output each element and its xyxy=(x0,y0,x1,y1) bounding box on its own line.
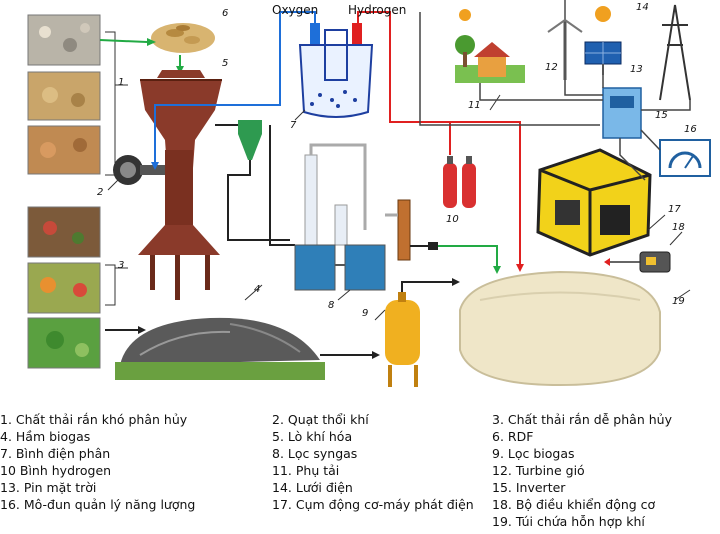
air-blower xyxy=(113,155,165,185)
callout-5: 5 xyxy=(222,58,228,69)
callout-7: 7 xyxy=(290,120,297,131)
callout-9: 9 xyxy=(362,308,368,319)
legend-item-2: 2. Quạt thổi khí xyxy=(272,412,369,427)
legend-item-18: 18. Bộ điều khiển động cơ xyxy=(492,497,656,512)
legend-item-13: 13. Pin mặt trời xyxy=(0,480,97,495)
energy-management-module xyxy=(659,139,711,177)
gas-mixture-bag xyxy=(459,270,661,387)
callout-11: 11 xyxy=(468,100,481,111)
solar-panel xyxy=(584,41,622,75)
legend-item-11: 11. Phụ tải xyxy=(272,463,340,478)
legend-item-1: 1. Chất thải rắn khó phân hủy xyxy=(0,412,188,427)
load-house xyxy=(455,9,525,83)
legend-item-3: 3. Chất thải rắn dễ phân hủy xyxy=(492,412,672,427)
callout-2: 2 xyxy=(97,187,103,198)
wind-turbine xyxy=(547,0,611,80)
gasifier xyxy=(138,70,222,300)
biogas-digester xyxy=(115,317,325,380)
callout-16: 16 xyxy=(684,124,697,135)
callout-17: 17 xyxy=(668,204,681,215)
legend-item-9: 9. Lọc biogas xyxy=(492,446,575,461)
syngas-filter xyxy=(294,143,438,291)
legend-item-17: 17. Cụm động cơ-máy phát điện xyxy=(272,497,474,512)
legend-item-4: 4. Hầm biogas xyxy=(0,429,91,444)
engine-controller xyxy=(639,251,671,273)
hard-waste-photos xyxy=(27,14,101,175)
electrolyzer xyxy=(298,23,374,118)
callout-19: 19 xyxy=(672,296,685,307)
grid-tower xyxy=(659,4,691,101)
biogas-filter xyxy=(385,292,420,387)
callout-3: 3 xyxy=(118,260,124,271)
callout-6: 6 xyxy=(222,8,228,19)
callout-4: 4 xyxy=(254,284,260,295)
inverter xyxy=(602,87,642,139)
legend-item-8: 8. Lọc syngas xyxy=(272,446,358,461)
oxygen-label: Oxygen xyxy=(272,3,318,17)
hydrogen-cylinders xyxy=(443,156,476,208)
callout-14: 14 xyxy=(636,2,649,13)
legend-item-6: 6. RDF xyxy=(492,429,534,444)
callout-18: 18 xyxy=(672,222,685,233)
legend-item-12: 12. Turbine gió xyxy=(492,463,585,478)
engine-generator xyxy=(536,148,652,257)
rdf-pile xyxy=(151,23,215,53)
organic-waste-photos xyxy=(27,206,101,369)
callout-15: 15 xyxy=(655,110,668,121)
legend: 1. Chất thải rắn khó phân hủy 2. Quạt th… xyxy=(0,410,720,534)
legend-item-15: 15. Inverter xyxy=(492,480,566,495)
legend-item-10: 10 Bình hydrogen xyxy=(0,463,112,478)
legend-item-16: 16. Mô-đun quản lý năng lượng xyxy=(0,497,196,512)
callout-8: 8 xyxy=(328,300,334,311)
callout-10: 10 xyxy=(446,214,459,225)
legend-item-14: 14. Lưới điện xyxy=(272,480,353,495)
legend-item-19: 19. Túi chứa hỗn hợp khí xyxy=(492,514,645,529)
callout-12: 12 xyxy=(545,62,558,73)
callout-13: 13 xyxy=(630,64,643,75)
diagram-canvas: Oxygen Hydrogen xyxy=(27,0,711,387)
cyclone xyxy=(215,120,295,246)
hydrogen-label: Hydrogen xyxy=(348,3,406,17)
legend-item-5: 5. Lò khí hóa xyxy=(272,429,353,444)
callout-1: 1 xyxy=(118,77,124,88)
legend-item-7: 7. Bình điện phân xyxy=(0,446,111,461)
